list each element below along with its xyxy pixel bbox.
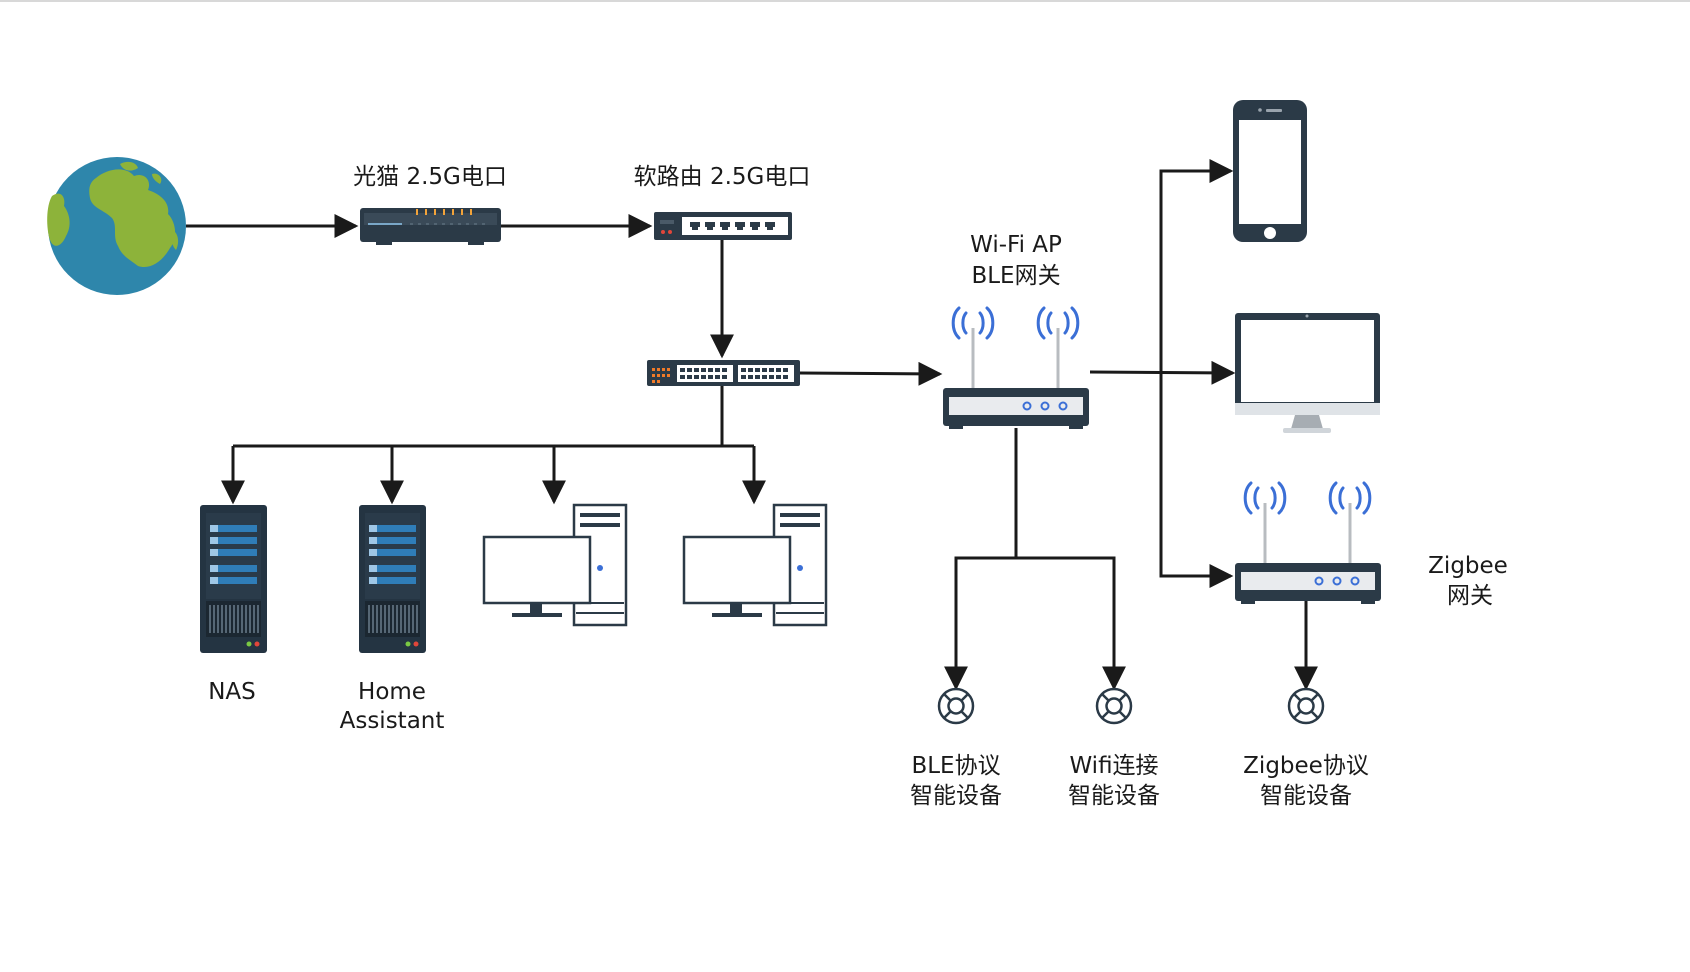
globe-icon bbox=[47, 157, 186, 295]
wifi-smart-device-icon bbox=[1095, 687, 1133, 725]
wire-ap-to-wifi-device bbox=[1016, 556, 1126, 691]
zigbee-gateway-label-line1: Zigbee bbox=[1428, 553, 1508, 579]
ap-label-line1: Wi-Fi AP bbox=[970, 232, 1062, 258]
zigbee-gateway-label-line2: 网关 bbox=[1447, 583, 1493, 609]
nas-label: NAS bbox=[208, 679, 256, 705]
desktop-computer-icon bbox=[682, 503, 828, 627]
monitor-icon bbox=[1235, 313, 1380, 433]
wire-ap-to-zigbee-gateway bbox=[1159, 373, 1234, 588]
wire-switch-to-ap bbox=[799, 361, 943, 386]
modem-icon bbox=[360, 208, 501, 245]
home-assistant-label-line1: Home bbox=[358, 679, 426, 705]
wire-ap-to-ble-device bbox=[944, 428, 1018, 691]
zigbee-device-label-line2: 智能设备 bbox=[1260, 783, 1352, 809]
zigbee-gateway-wireless-router-icon bbox=[1233, 481, 1383, 606]
smartphone-icon bbox=[1233, 100, 1307, 242]
ble-device-label-line2: 智能设备 bbox=[910, 783, 1002, 809]
switch-icon bbox=[647, 360, 800, 386]
wifi-device-label-line2: 智能设备 bbox=[1068, 783, 1160, 809]
nas-server-icon bbox=[199, 504, 268, 654]
soft-router-label: 软路由 2.5G电口 bbox=[634, 164, 811, 190]
ap-label-line2: BLE网关 bbox=[971, 263, 1060, 289]
ble-smart-device-icon bbox=[937, 687, 975, 725]
wire-ap-to-phone bbox=[1159, 159, 1234, 373]
desktop-computer-icon bbox=[482, 503, 628, 627]
wire-switch-trunk bbox=[233, 386, 724, 448]
router-icon bbox=[654, 212, 792, 240]
ble-device-label-line1: BLE协议 bbox=[911, 753, 1000, 779]
wifi-ap-wireless-router-icon bbox=[941, 306, 1091, 431]
home-assistant-server-icon bbox=[358, 504, 427, 654]
home-assistant-label-line2: Assistant bbox=[340, 708, 445, 734]
optical-modem-label: 光猫 2.5G电口 bbox=[353, 164, 507, 190]
zigbee-smart-device-icon bbox=[1287, 687, 1325, 725]
wifi-device-label-line1: Wifi连接 bbox=[1069, 753, 1158, 779]
zigbee-device-label-line1: Zigbee协议 bbox=[1243, 753, 1369, 779]
connection-lines bbox=[186, 159, 1318, 691]
